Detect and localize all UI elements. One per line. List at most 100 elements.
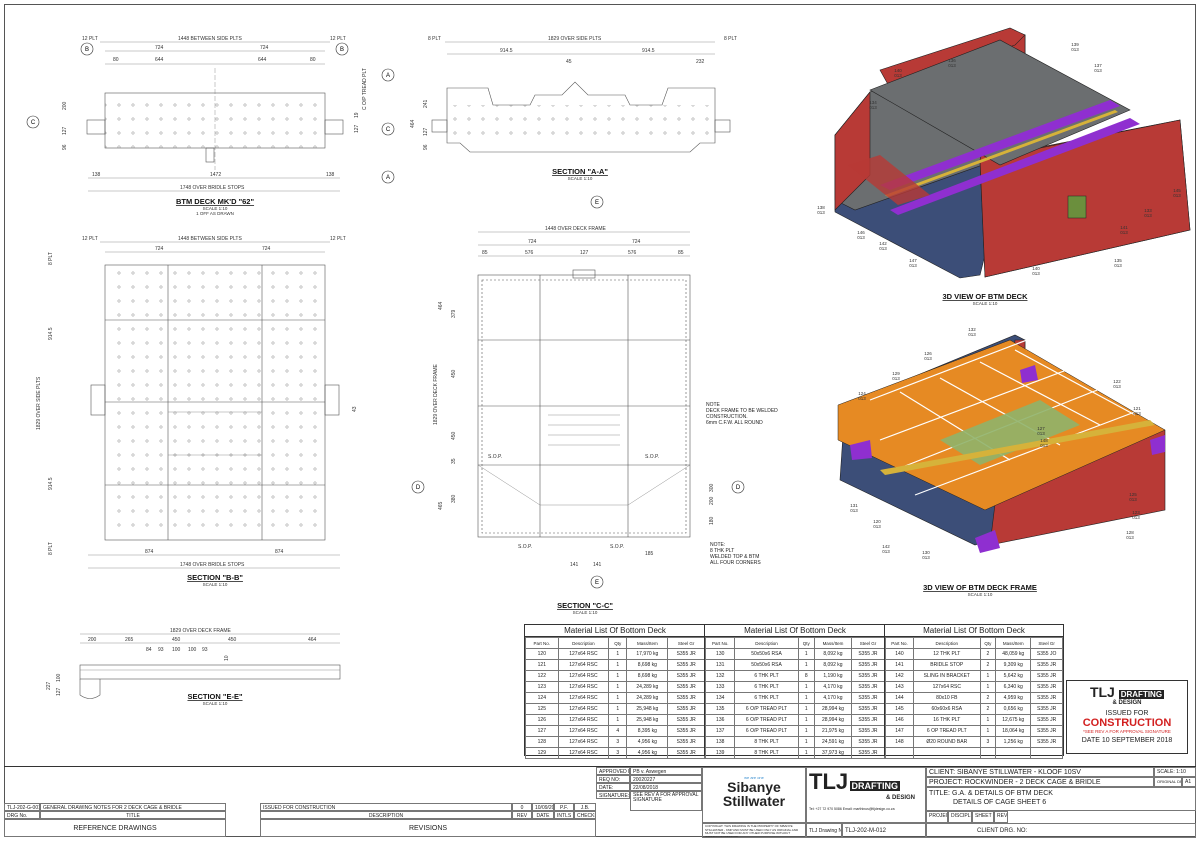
material-header: Steel Gr [850, 637, 886, 649]
material-cell: 6 THK PLT [734, 692, 799, 704]
a-dim-over: 1829 OVER SIDE PLTS [548, 36, 602, 42]
marker-c-left: C [26, 115, 40, 129]
material-cell: 144 [885, 692, 914, 704]
material-cell: 18,064 kg [995, 725, 1032, 737]
part-tag: 121 [1133, 406, 1141, 411]
material-list-2: Material List Of Bottom Deck Part No.Des… [704, 624, 886, 759]
section-e-outline [79, 664, 341, 680]
part-tag-sheet: 013 [892, 376, 900, 381]
material-header: Steel Gr [1030, 637, 1063, 649]
rev-checked-label: CHECKED [574, 811, 596, 819]
svg-text:B: B [85, 47, 89, 53]
material-cell: 136 [704, 714, 736, 726]
material-cell: 16 THK PLT [912, 714, 981, 726]
drawing-title: TITLE: G.A. & DETAILS OF BTM DECK DETAIL… [926, 787, 1196, 811]
part-tag: 142 [882, 544, 890, 549]
note-deck-frame: NOTE DECK FRAME TO BE WELDED CONSTRUCTIO… [706, 402, 778, 426]
svg-text:E: E [595, 200, 599, 206]
material-cell: 8,698 kg [626, 670, 669, 682]
material-list-1-title: Material List Of Bottom Deck [525, 625, 705, 637]
c-dim-35: 35 [451, 458, 457, 464]
material-cell: 21,975 kg [814, 725, 852, 737]
material-cell [979, 747, 997, 759]
material-cell: 133 [704, 681, 736, 693]
sheet-size: A1 [1182, 777, 1196, 787]
c-dim-over: 1448 OVER DECK FRAME [545, 226, 607, 232]
part-tag-sheet: 013 [882, 549, 890, 554]
tlj-stamp-drafting: DRAFTING [1118, 690, 1165, 699]
material-cell: 1 [608, 681, 628, 693]
material-cell: 134 [704, 692, 736, 704]
svg-text:E: E [595, 580, 599, 586]
material-cell: Ø20 ROUND BAR [912, 736, 981, 748]
svg-text:A: A [386, 175, 390, 181]
client-logo-tag: we are one [744, 775, 764, 780]
material-cell: 1 [797, 747, 816, 759]
material-cell: 132 [704, 670, 736, 682]
marker-d-left: D [411, 480, 425, 494]
iso-frame-scale: SCALE 1:10 [968, 592, 993, 597]
part-tag-sheet: 013 [909, 263, 917, 268]
material-cell: 24,289 kg [626, 681, 669, 693]
material-cell: S355 JR [850, 703, 886, 715]
b-dim-874a: 874 [145, 549, 154, 555]
part-tag-sheet: 013 [879, 246, 887, 251]
material-row [885, 747, 1063, 759]
part-tag-sheet: 013 [922, 555, 930, 560]
material-cell: 127x64 RSC [557, 747, 610, 759]
ref-drg-title: GENERAL DRAWING NOTES FOR 2 DECK CAGE & … [40, 803, 226, 811]
b-dim-1829: 1829 OVER SIDE PLTS [36, 376, 42, 430]
material-header: Description [557, 637, 610, 649]
e-dim-100a: 100 [172, 647, 181, 653]
material-header: Qty [797, 637, 816, 649]
material-cell: S355 JR [667, 659, 705, 671]
dim-138b: 138 [326, 172, 335, 178]
material-cell: 3 [608, 747, 628, 759]
material-cell: S355 JR [1030, 725, 1063, 737]
material-cell: 2 [979, 703, 997, 715]
material-cell: 135 [704, 703, 736, 715]
a-dim-8plt-l: 8 PLT [428, 36, 441, 42]
e-dim-100b: 100 [188, 647, 197, 653]
svg-text:B: B [340, 47, 344, 53]
part-tag-sheet: 013 [1032, 271, 1040, 276]
discipline-label: DISCIPLINE [948, 811, 972, 823]
part-tag: 123 [1132, 510, 1140, 515]
c-dim-200: 200 [709, 496, 715, 505]
material-cell: 12,675 kg [995, 714, 1032, 726]
marker-c-right: C [381, 122, 395, 136]
part-tag: 120 [873, 519, 881, 524]
drawing-number: TLJ-202-M-012 [842, 823, 926, 838]
material-cell: 1,190 kg [814, 670, 852, 682]
material-header: Part No. [704, 637, 736, 649]
material-cell: 60x60x6 RSA [912, 703, 981, 715]
material-cell: 145 [885, 703, 914, 715]
dim-between-side-plts: 1448 BETWEEN SIDE PLTS [178, 36, 242, 42]
date-value: 22/08/2018 [630, 783, 702, 791]
material-cell: S355 JR [1030, 692, 1063, 704]
top-plan-view: 12 PLT 1448 BETWEEN SIDE PLTS 12 PLT 724… [62, 36, 368, 216]
tlj-drawing-label: TLJ Drawing No. [806, 823, 842, 838]
dim-80a: 80 [113, 57, 119, 63]
c-dim-380: 380 [451, 494, 457, 503]
dim-724b: 724 [260, 45, 269, 51]
b-dim-43: 43 [352, 406, 358, 412]
tlj-stamp-design: & DESIGN [1112, 700, 1142, 706]
date-label: DATE: [596, 783, 630, 791]
part-tag-sheet: 013 [894, 73, 902, 78]
client-drg-no: CLIENT DRG. NO: [926, 823, 1196, 838]
iso-deck-tags: 1360131390131400131370131340131450131380… [817, 42, 1181, 276]
part-tag-sheet: 013 [1094, 68, 1102, 73]
a-dim-127: 127 [423, 127, 429, 136]
material-cell: 127x64 RSC [912, 681, 981, 693]
material-cell: 1 [797, 714, 816, 726]
material-header: Steel Gr [667, 637, 705, 649]
material-cell: 2 [979, 659, 997, 671]
c-dim-185: 185 [645, 551, 654, 557]
dim-12plt-right: 12 PLT [330, 36, 346, 42]
material-cell: S355 JR [667, 670, 705, 682]
material-cell: 8,092 kg [814, 659, 852, 671]
rev-desc: ISSUED FOR CONSTRUCTION [260, 803, 512, 811]
